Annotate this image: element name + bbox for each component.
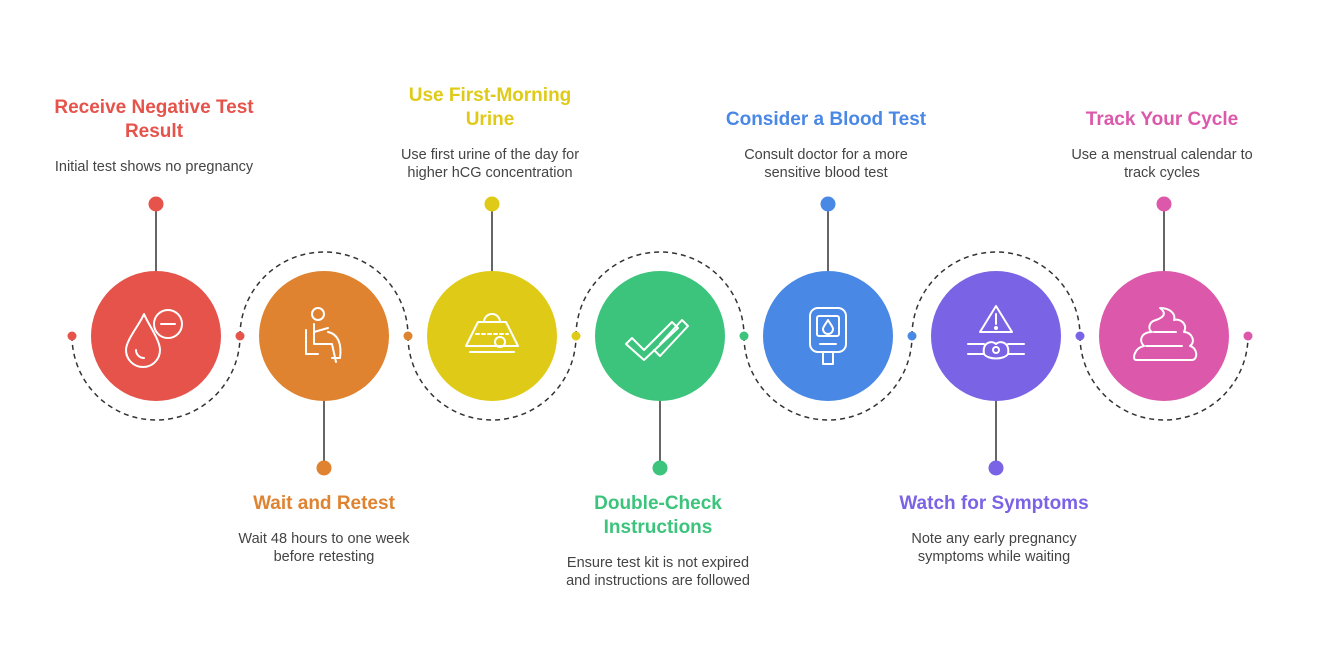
step-text-5: Consider a Blood Test Consult doctor for… bbox=[696, 108, 956, 182]
connector-arc-4 bbox=[575, 251, 745, 337]
ultrasound-icon bbox=[465, 313, 519, 353]
step-circle-7 bbox=[1099, 271, 1229, 401]
step-text-7: Track Your Cycle Use a menstrual calenda… bbox=[1032, 108, 1292, 182]
step-title-5: Consider a Blood Test bbox=[725, 109, 927, 130]
step-description-4: Ensure test kit is not expired and instr… bbox=[566, 555, 750, 589]
step-circle-2 bbox=[259, 271, 389, 401]
connector-arc-7 bbox=[1079, 335, 1249, 421]
step-circle-6 bbox=[931, 271, 1061, 401]
step-description-2: Wait 48 hours to one week before retesti… bbox=[238, 531, 410, 565]
stem-dot-1 bbox=[148, 196, 164, 212]
step-text-3: Use First-Morning Urine Use first urine … bbox=[360, 84, 620, 182]
connector-arc-2 bbox=[239, 251, 409, 337]
step-circle-4 bbox=[595, 271, 725, 401]
stem-dot-2 bbox=[316, 460, 332, 476]
step-text-2: Wait and Retest Wait 48 hours to one wee… bbox=[194, 492, 454, 566]
step-title-1: Receive Negative Test Result bbox=[54, 97, 254, 142]
step-circles bbox=[91, 271, 1229, 401]
step-text-6: Watch for Symptoms Note any early pregna… bbox=[864, 492, 1124, 566]
junction-dot-end bbox=[1243, 331, 1253, 341]
step-description-7: Use a menstrual calendar to track cycles bbox=[1071, 147, 1253, 181]
glucose-meter-icon bbox=[809, 307, 847, 365]
step-description-5: Consult doctor for a more sensitive bloo… bbox=[744, 147, 908, 181]
junction-dot-5 bbox=[739, 331, 749, 341]
step-title-4: Double-Check Instructions bbox=[594, 493, 722, 538]
step-description-6: Note any early pregnancy symptoms while … bbox=[911, 531, 1077, 565]
junction-dot-2 bbox=[235, 331, 245, 341]
step-text-1: Receive Negative Test Result Initial tes… bbox=[24, 96, 284, 176]
connector-arcs bbox=[71, 251, 1249, 421]
step-text-4: Double-Check Instructions Ensure test ki… bbox=[528, 492, 788, 590]
connector-stems bbox=[67, 196, 1253, 476]
connector-arc-5 bbox=[743, 335, 913, 421]
warning-alert-icon bbox=[967, 305, 1025, 360]
stem-dot-4 bbox=[652, 460, 668, 476]
junction-dot-4 bbox=[571, 331, 581, 341]
junction-dot-7 bbox=[1075, 331, 1085, 341]
droplet-minus-icon bbox=[125, 309, 183, 368]
step-title-7: Track Your Cycle bbox=[1085, 109, 1239, 130]
stem-dot-3 bbox=[484, 196, 500, 212]
step-description-1: Initial test shows no pregnancy bbox=[54, 159, 254, 175]
junction-dot-6 bbox=[907, 331, 917, 341]
step-title-3: Use First-Morning Urine bbox=[408, 85, 572, 130]
stem-dot-6 bbox=[988, 460, 1004, 476]
connector-arc-3 bbox=[407, 335, 577, 421]
step-title-6: Watch for Symptoms bbox=[899, 493, 1089, 514]
person-waiting-icon bbox=[305, 307, 342, 363]
junction-dot-1 bbox=[67, 331, 77, 341]
stem-dot-7 bbox=[1156, 196, 1172, 212]
double-check-icon bbox=[625, 319, 689, 361]
connector-arc-6 bbox=[911, 251, 1081, 337]
junction-dot-3 bbox=[403, 331, 413, 341]
stem-dot-5 bbox=[820, 196, 836, 212]
step-title-2: Wait and Retest bbox=[253, 493, 395, 514]
step-description-3: Use first urine of the day for higher hC… bbox=[400, 147, 580, 181]
connector-arc-1 bbox=[71, 335, 241, 421]
swirl-icon bbox=[1133, 307, 1198, 361]
step-circle-3 bbox=[427, 271, 557, 401]
